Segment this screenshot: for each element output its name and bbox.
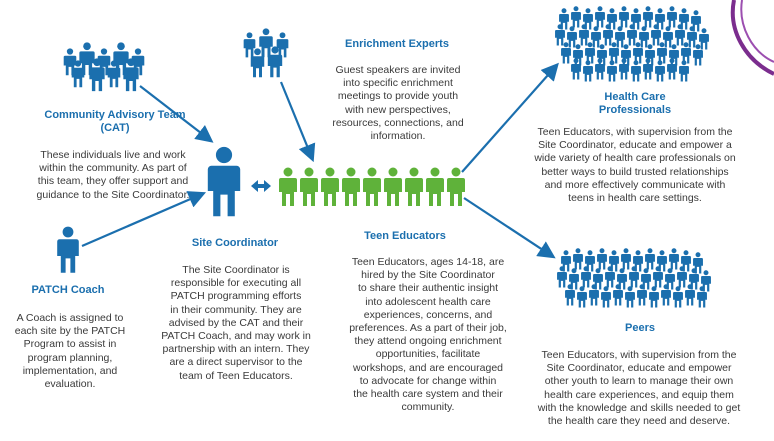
enrichment-group-icon	[243, 28, 289, 78]
cat-title: Community Advisory Team (CAT)	[44, 109, 186, 134]
teen-educators-icon	[279, 167, 465, 206]
health-title: Health Care Professionals	[598, 91, 672, 116]
arrow-cat-to-coordinator	[139, 85, 214, 143]
coordinator-description: The Site Coordinator is responsible for …	[161, 264, 311, 382]
swoosh-decoration	[730, 0, 774, 76]
coordinator-title: Site Coordinator	[191, 237, 279, 249]
arrow-coach-to-coordinator	[81, 191, 207, 248]
cat-group-icon	[63, 42, 145, 92]
enrichment-title: Enrichment Experts	[345, 38, 449, 50]
peers-description: Teen Educators, with supervision from th…	[537, 349, 741, 428]
health-crowd-icon	[555, 6, 709, 82]
arrow-enrichment-to-teens	[279, 81, 316, 163]
teen-description: Teen Educators, ages 14-18, are hired by…	[349, 256, 507, 414]
cat-description: These individuals live and work within t…	[36, 149, 190, 201]
peers-title: Peers	[625, 322, 655, 334]
peers-crowd-icon	[557, 248, 711, 308]
arrow-teens-to-health	[461, 62, 559, 173]
double-arrow-icon	[251, 180, 271, 192]
patch-coach-icon	[57, 226, 79, 273]
arrow-teens-to-peers	[463, 197, 556, 259]
teen-title: Teen Educators	[364, 230, 446, 242]
health-description: Teen Educators, with supervision from th…	[534, 126, 736, 205]
coach-title: PATCH Coach	[31, 284, 105, 296]
coach-description: A Coach is assigned to each site by the …	[14, 312, 126, 391]
enrichment-description: Guest speakers are invited into specific…	[332, 64, 464, 143]
